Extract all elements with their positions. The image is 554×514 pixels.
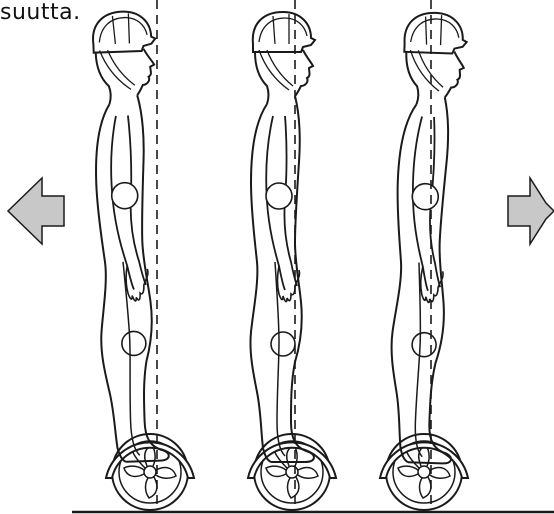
hoverboard-wheel-icon xyxy=(380,434,468,510)
hoverboard-wheel-icon xyxy=(248,434,336,510)
rider-leaning-back-figure xyxy=(90,0,194,510)
hoverboard-wheel-icon xyxy=(106,434,194,510)
backward-arrow-icon xyxy=(8,178,64,244)
forward-arrow-icon xyxy=(508,178,554,244)
rider-leaning-forward-figure xyxy=(380,0,468,510)
rider-upright-figure xyxy=(248,0,336,510)
